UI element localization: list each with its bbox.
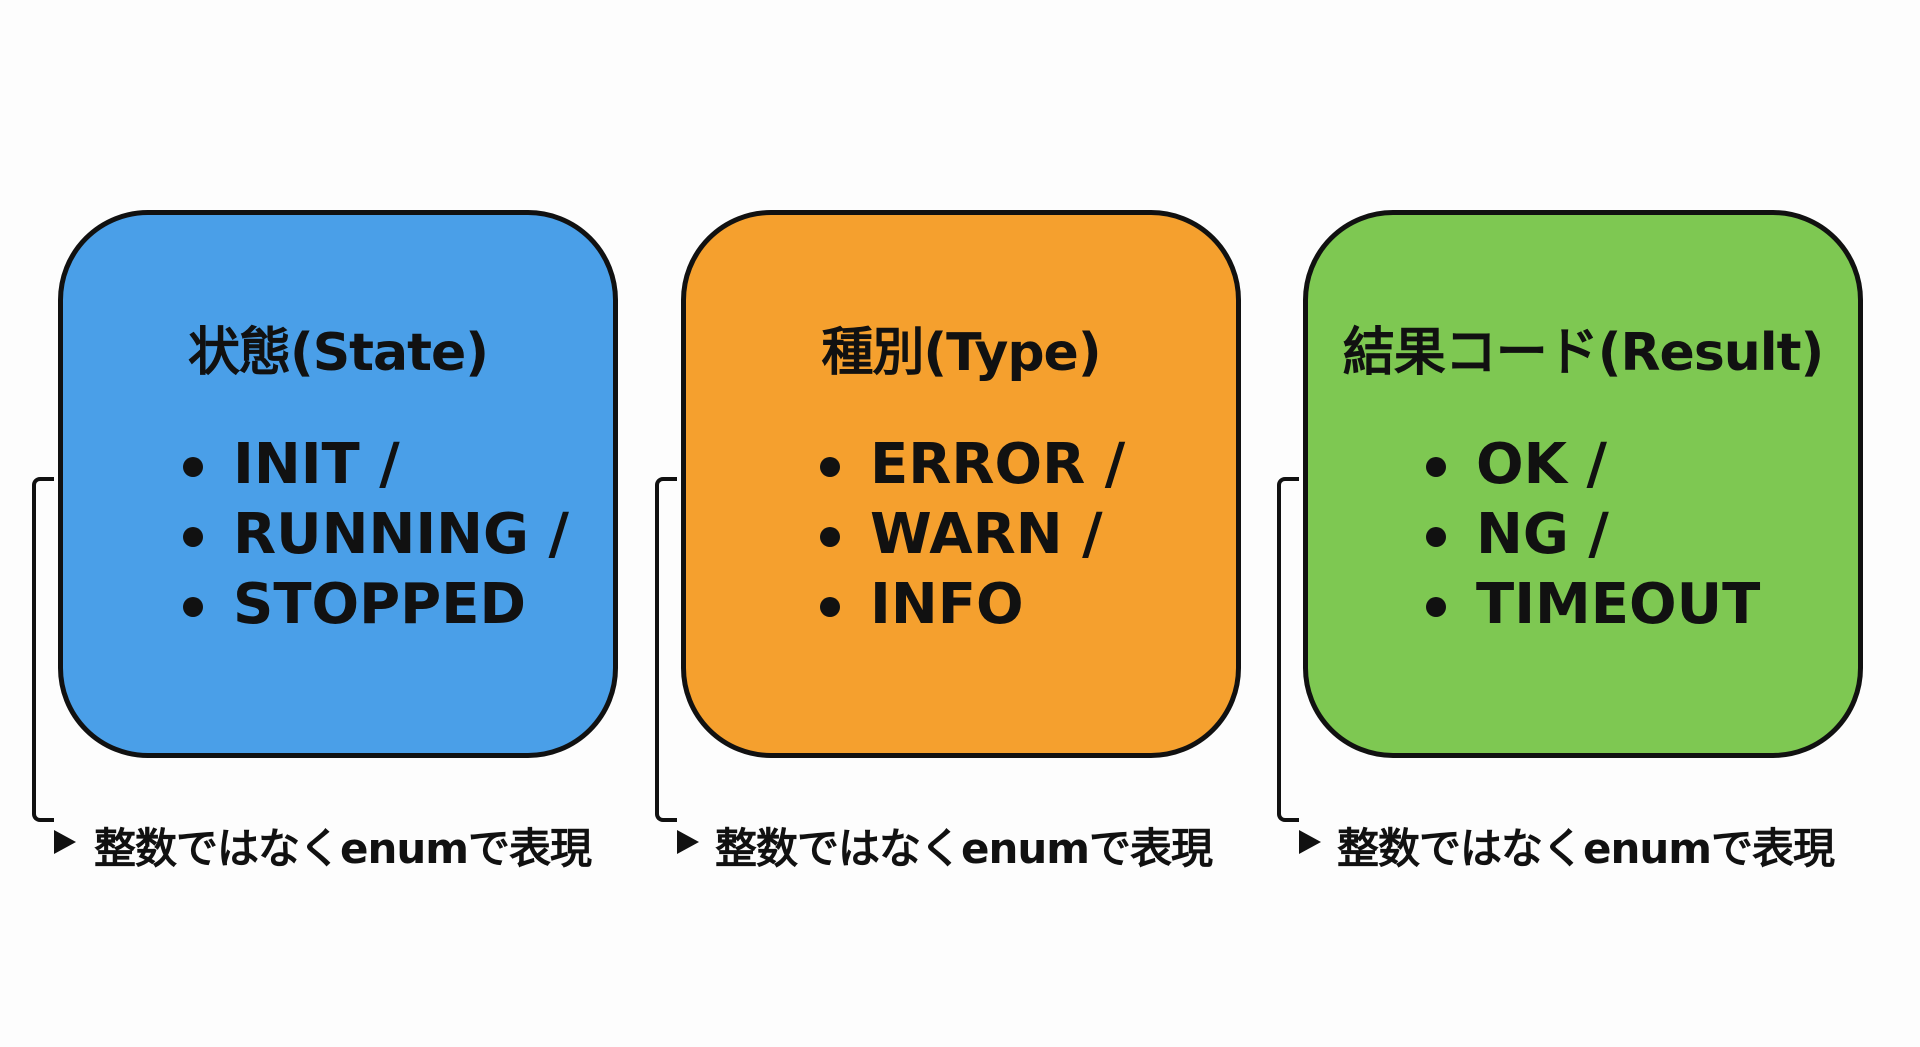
list-item: WARN /: [820, 500, 1125, 570]
list-item: STOPPED: [183, 570, 569, 640]
list-item: ERROR /: [820, 430, 1125, 500]
arrow-icon: [54, 830, 76, 854]
list-item: RUNNING /: [183, 500, 569, 570]
caption: 整数ではなくenumで表現: [715, 824, 1213, 873]
caption: 整数ではなくenumで表現: [1337, 824, 1835, 873]
enum-list: ERROR / WARN / INFO: [820, 430, 1125, 640]
type-card: 種別(Type) ERROR / WARN / INFO: [681, 210, 1241, 758]
list-item: INIT /: [183, 430, 569, 500]
connector-line: [1277, 477, 1299, 822]
list-item: TIMEOUT: [1426, 570, 1760, 640]
arrow-icon: [677, 830, 699, 854]
list-item: NG /: [1426, 500, 1760, 570]
card-title: 結果コード(Result): [1342, 323, 1825, 383]
list-item: INFO: [820, 570, 1125, 640]
connector-line: [32, 477, 54, 822]
result-card: 結果コード(Result) OK / NG / TIMEOUT: [1303, 210, 1863, 758]
card-title: 状態(State): [187, 323, 489, 383]
arrow-icon: [1299, 830, 1321, 854]
state-card: 状態(State) INIT / RUNNING / STOPPED: [58, 210, 618, 758]
enum-list: OK / NG / TIMEOUT: [1426, 430, 1760, 640]
caption: 整数ではなくenumで表現: [94, 824, 592, 873]
card-title: 種別(Type): [821, 323, 1101, 383]
enum-list: INIT / RUNNING / STOPPED: [183, 430, 569, 640]
connector-line: [655, 477, 677, 822]
list-item: OK /: [1426, 430, 1760, 500]
